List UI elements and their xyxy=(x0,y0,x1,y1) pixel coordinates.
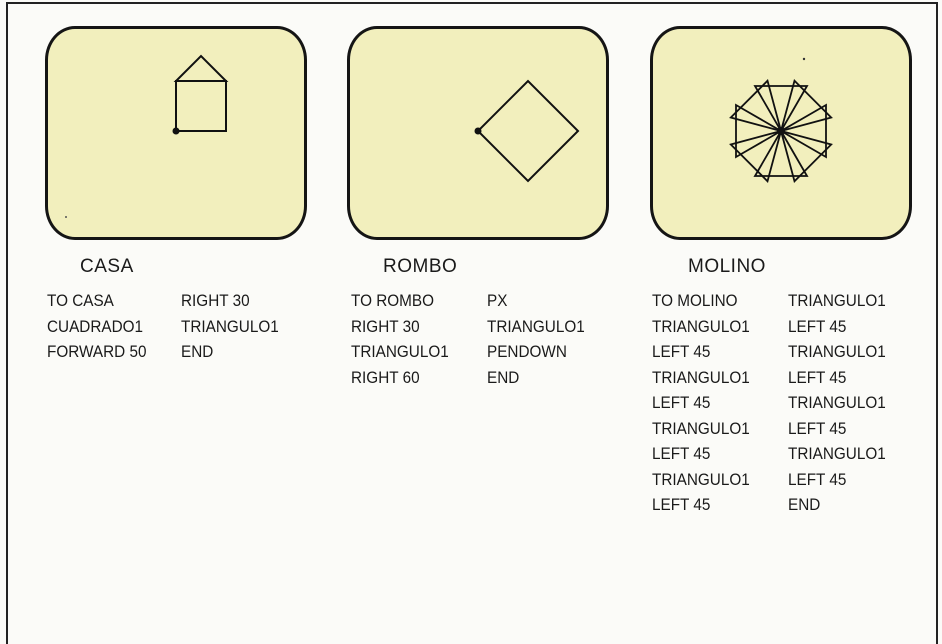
code-line: END xyxy=(788,492,886,518)
code-molino-right: TRIANGULO1 LEFT 45 TRIANGULO1 LEFT 45 TR… xyxy=(788,288,886,518)
code-line: PX xyxy=(487,288,585,314)
code-line: LEFT 45 xyxy=(788,467,886,493)
windmill-triangle xyxy=(755,131,807,176)
code-line: RIGHT 30 xyxy=(181,288,279,314)
screen-molino xyxy=(650,26,912,240)
caption-casa: CASA xyxy=(80,256,134,278)
code-molino-left: TO MOLINO TRIANGULO1 LEFT 45 TRIANGULO1 … xyxy=(652,288,750,518)
code-line: TO ROMBO xyxy=(351,288,449,314)
code-line: TO MOLINO xyxy=(652,288,750,314)
code-line: TRIANGULO1 xyxy=(788,390,886,416)
caption-molino: MOLINO xyxy=(688,256,766,278)
caption-rombo: ROMBO xyxy=(383,256,457,278)
code-line: TO CASA xyxy=(47,288,146,314)
drawing-molino xyxy=(653,29,909,237)
windmill-triangle xyxy=(781,105,826,157)
turtle-dot xyxy=(475,128,482,135)
code-line: TRIANGULO1 xyxy=(652,365,750,391)
code-line: LEFT 45 xyxy=(652,492,750,518)
rhombus-shape xyxy=(478,81,578,181)
windmill-triangle xyxy=(736,105,781,157)
turtle-dot xyxy=(173,128,180,135)
code-line: TRIANGULO1 xyxy=(351,339,449,365)
code-rombo-right: PX TRIANGULO1 PENDOWN END xyxy=(487,288,585,390)
code-line: TRIANGULO1 xyxy=(487,314,585,340)
screen-casa xyxy=(45,26,307,240)
speck xyxy=(65,216,67,218)
code-rombo-left: TO ROMBO RIGHT 30 TRIANGULO1 RIGHT 60 xyxy=(351,288,449,390)
speck xyxy=(803,58,805,60)
code-line: LEFT 45 xyxy=(788,416,886,442)
code-line: RIGHT 60 xyxy=(351,365,449,391)
drawing-casa xyxy=(48,29,304,237)
screen-rombo xyxy=(347,26,609,240)
code-line: TRIANGULO1 xyxy=(652,467,750,493)
house-roof-triangle xyxy=(176,56,226,81)
panel-rombo: ROMBO TO ROMBO RIGHT 30 TRIANGULO1 RIGHT… xyxy=(303,0,603,628)
code-line: TRIANGULO1 xyxy=(652,416,750,442)
turtle-dot xyxy=(777,127,785,135)
code-line: LEFT 45 xyxy=(652,441,750,467)
code-line: TRIANGULO1 xyxy=(788,288,886,314)
code-line: TRIANGULO1 xyxy=(652,314,750,340)
code-line: FORWARD 50 xyxy=(47,339,146,365)
panel-molino: MOLINO TO MOLINO TRIANGULO1 LEFT 45 TRIA… xyxy=(606,0,906,628)
code-line: LEFT 45 xyxy=(652,339,750,365)
code-line: TRIANGULO1 xyxy=(788,441,886,467)
code-line: TRIANGULO1 xyxy=(788,339,886,365)
drawing-rombo xyxy=(350,29,606,237)
windmill-triangle xyxy=(755,86,807,131)
house-square xyxy=(176,81,226,131)
code-line: END xyxy=(487,365,585,391)
code-line: RIGHT 30 xyxy=(351,314,449,340)
code-line: CUADRADO1 xyxy=(47,314,146,340)
panel-casa: CASA TO CASA CUADRADO1 FORWARD 50 RIGHT … xyxy=(0,0,300,628)
code-line: TRIANGULO1 xyxy=(181,314,279,340)
code-line: LEFT 45 xyxy=(652,390,750,416)
code-line: END xyxy=(181,339,279,365)
code-line: LEFT 45 xyxy=(788,314,886,340)
code-line: PENDOWN xyxy=(487,339,585,365)
code-line: LEFT 45 xyxy=(788,365,886,391)
code-casa-right: RIGHT 30 TRIANGULO1 END xyxy=(181,288,279,365)
code-casa-left: TO CASA CUADRADO1 FORWARD 50 xyxy=(47,288,146,365)
